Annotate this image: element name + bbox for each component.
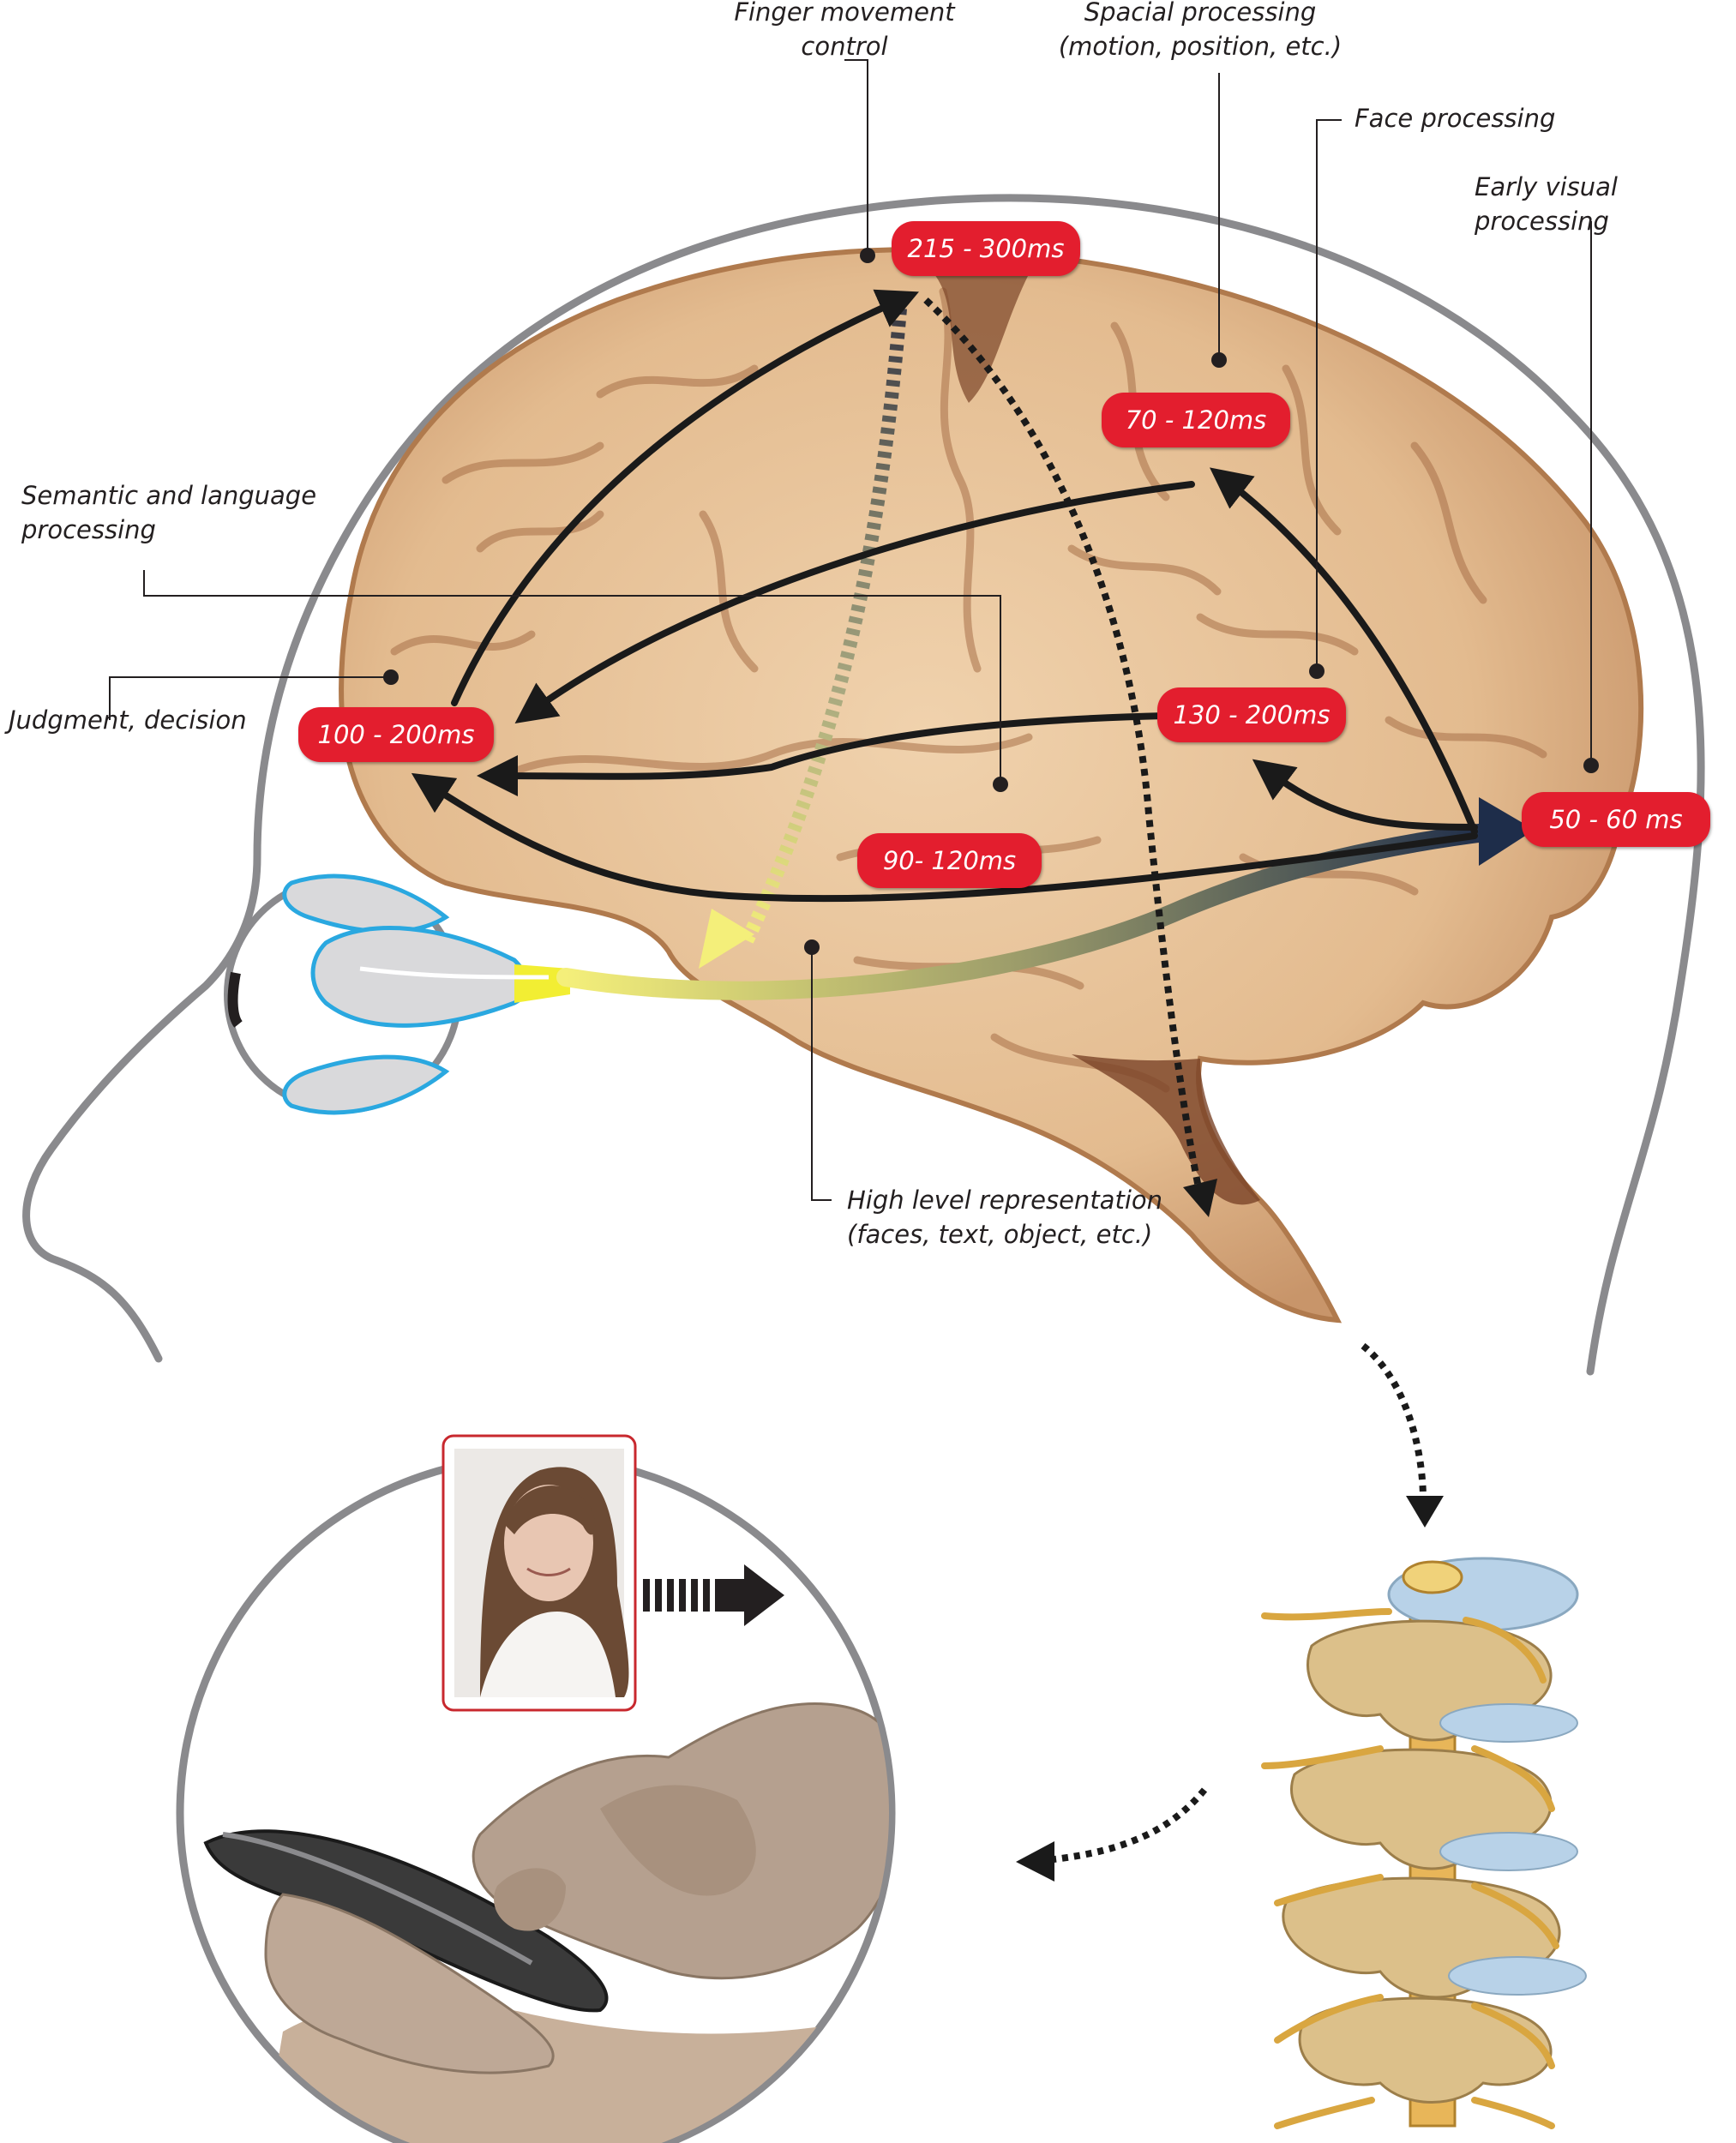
hands-circle (176, 1453, 896, 2143)
label-high-level: High level representation (faces, text, … (847, 1183, 1162, 1252)
label-finger-line2: control (801, 32, 888, 61)
dashed-arrowhead-hand (1016, 1841, 1054, 1882)
badge-early-timing: 50 - 60 ms (1522, 792, 1710, 847)
brain-dark-region (1072, 1054, 1260, 1205)
eye (224, 873, 570, 1115)
badge-finger-timing: 215 - 300ms (892, 221, 1080, 276)
label-early-visual: Early visual processing (1475, 172, 1618, 236)
label-semantic-line2: processing (21, 515, 156, 544)
dashed-path-finger-to-temporal (739, 308, 907, 946)
badge-judgment-timing: 100 - 200ms (298, 707, 494, 762)
badge-high-level-timing: 90- 120ms (857, 833, 1042, 888)
label-judgment-decision: Judgment, decision (9, 705, 247, 735)
brain-folds (390, 287, 1547, 1093)
brain-cortex (339, 247, 1644, 1324)
dashed-arrowhead-spine (1406, 1496, 1444, 1528)
dashed-head-temporal (699, 909, 754, 969)
face-photo (442, 1434, 637, 1712)
label-finger-line1: Finger movement (734, 0, 955, 27)
leader-lines (109, 59, 1592, 1201)
badge-spacial-timing: 70 - 120ms (1102, 393, 1290, 447)
label-spacial-line2: (motion, position, etc.) (1058, 32, 1343, 61)
label-high-level-line1: High level representation (847, 1186, 1163, 1215)
label-spacial-processing: Spacial processing (motion, position, et… (1042, 0, 1359, 63)
label-semantic-language: Semantic and language processing (21, 478, 316, 547)
solid-arrows (411, 289, 1478, 903)
dashed-arrow-to-spine (1361, 1342, 1427, 1501)
head-outline (22, 194, 1705, 1376)
label-finger-movement: Finger movement control (716, 0, 973, 63)
dashed-path-finger-to-spine (923, 297, 1204, 1197)
label-face-processing: Face processing (1355, 104, 1556, 133)
brain-dark-region-top (934, 274, 1029, 403)
label-semantic-line1: Semantic and language (21, 481, 317, 510)
dashed-arrow-to-hand (1045, 1787, 1208, 1864)
visual-arrowhead (1479, 797, 1535, 866)
label-spacial-line1: Spacial processing (1084, 0, 1317, 27)
label-high-level-line2: (faces, text, object, etc.) (847, 1220, 1153, 1249)
spinal-column (1261, 1557, 1587, 2129)
badge-face-timing: 130 - 200ms (1157, 687, 1346, 742)
dashed-head-spine (1183, 1179, 1217, 1217)
face-to-hand-arrow (643, 1564, 784, 1626)
